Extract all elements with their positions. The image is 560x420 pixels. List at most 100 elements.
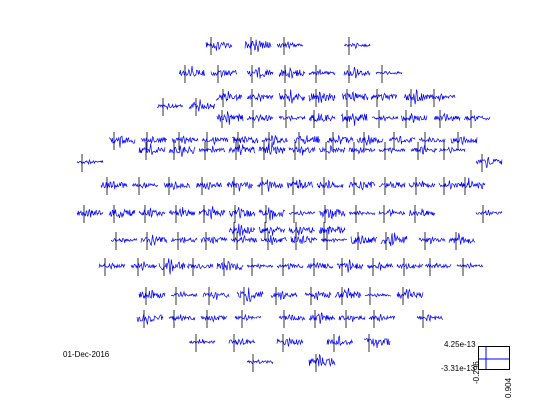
sensor-waveform — [348, 147, 376, 155]
sensor-waveform — [244, 39, 272, 53]
sensor-waveform — [308, 353, 336, 368]
sensor-waveform — [475, 157, 503, 168]
sensor-waveform — [438, 180, 466, 190]
sensor-trace — [316, 177, 344, 195]
sensor-trace — [228, 222, 256, 240]
sensor-waveform — [366, 261, 393, 271]
sensor-waveform — [388, 135, 416, 145]
sensor-waveform — [216, 261, 244, 271]
sensor-trace — [236, 287, 264, 305]
sensor-trace — [247, 89, 274, 107]
sensor-trace — [378, 177, 406, 195]
sensor-trace — [348, 142, 376, 160]
sensor-trace — [326, 334, 354, 352]
sensor-trace — [308, 110, 336, 128]
sensor-trace — [378, 205, 406, 223]
sensor-waveform — [200, 314, 228, 323]
sensor-trace — [388, 132, 416, 150]
sensor-trace — [456, 258, 484, 276]
sensor-waveform — [201, 137, 229, 146]
sensor-waveform — [338, 314, 366, 322]
sensor-trace — [76, 154, 104, 172]
sensor-waveform — [216, 111, 244, 125]
sensor-trace — [288, 205, 316, 223]
sensor-waveform — [168, 314, 196, 322]
sensor-trace — [226, 177, 254, 195]
sensor-trace — [188, 98, 216, 116]
sensor-waveform — [318, 225, 346, 235]
sensor-waveform — [318, 144, 346, 154]
sensor-trace — [138, 142, 166, 160]
scale-y-min-label: -3.31e-13 — [441, 364, 476, 373]
sensor-waveform — [320, 237, 348, 244]
sensor-trace — [371, 110, 399, 128]
sensor-waveform — [140, 234, 168, 246]
sensor-waveform — [138, 143, 166, 155]
sensor-waveform — [304, 291, 332, 301]
sensor-trace — [380, 232, 408, 250]
sensor-trace — [334, 287, 362, 305]
sensor-waveform — [98, 262, 126, 270]
sensor-waveform — [341, 91, 369, 102]
sensor-waveform — [288, 226, 316, 236]
sensor-waveform — [198, 206, 226, 220]
sensor-trace — [375, 65, 403, 83]
sensor-trace — [341, 89, 369, 107]
sensor-waveform — [316, 179, 344, 189]
sensor-trace — [450, 132, 478, 150]
sensor-waveform — [288, 145, 316, 156]
sensor-waveform — [198, 145, 226, 154]
sensor-waveform — [433, 112, 461, 122]
sensor-trace — [200, 310, 228, 328]
sensor-waveform — [450, 136, 478, 146]
sensor-traces — [76, 37, 503, 372]
sensor-trace — [110, 232, 138, 250]
scale-legend — [478, 346, 510, 370]
sensor-waveform — [228, 207, 256, 219]
sensor-waveform — [364, 292, 392, 298]
sensor-trace — [231, 132, 259, 150]
sensor-waveform — [278, 67, 306, 79]
sensor-trace — [258, 205, 286, 223]
sensor-waveform — [418, 136, 446, 143]
sensor-trace — [246, 110, 274, 128]
sensor-trace — [136, 310, 164, 328]
sensor-waveform — [276, 262, 304, 270]
sensor-waveform — [368, 314, 396, 323]
sensor-trace — [320, 232, 348, 250]
sensor-waveform — [288, 209, 316, 216]
sensor-trace — [138, 287, 166, 305]
sensor-waveform — [348, 180, 376, 191]
sensor-waveform — [76, 209, 104, 218]
sensor-trace — [396, 258, 424, 276]
sensor-waveform — [246, 263, 274, 269]
sensor-waveform — [210, 69, 238, 79]
sensor-trace — [403, 89, 431, 107]
sensor-waveform — [236, 287, 264, 303]
sensor-waveform — [130, 261, 158, 271]
sensor-waveform — [195, 182, 223, 190]
sensor-waveform — [156, 103, 184, 111]
sensor-trace — [340, 110, 368, 128]
sensor-waveform — [178, 65, 206, 77]
sensor-waveform — [215, 90, 243, 102]
sensor-waveform — [438, 146, 466, 154]
sensor-trace — [304, 287, 332, 305]
sensor-trace — [131, 177, 159, 195]
sensor-waveform — [108, 208, 136, 218]
sensor-trace — [168, 142, 196, 160]
sensor-waveform — [380, 232, 408, 247]
sensor-trace — [400, 110, 428, 128]
sensor-trace — [458, 177, 486, 195]
sensor-waveform — [308, 91, 336, 103]
sensor-waveform — [340, 113, 368, 126]
sensor-waveform — [428, 93, 456, 102]
sensor-trace — [278, 310, 306, 328]
sensor-trace — [308, 310, 336, 328]
sensor-trace — [343, 65, 371, 83]
sensor-waveform — [261, 134, 289, 145]
sensor-trace — [409, 205, 436, 223]
sensor-waveform — [456, 261, 484, 269]
sensor-trace — [228, 142, 256, 160]
sensor-trace — [418, 132, 446, 150]
